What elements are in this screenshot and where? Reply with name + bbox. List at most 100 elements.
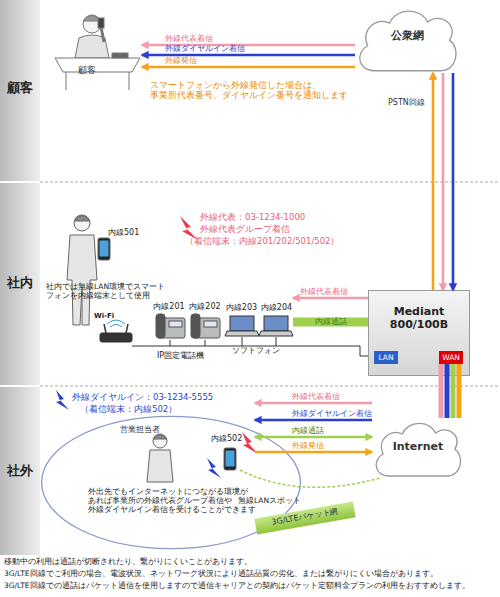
wifi-router — [107, 320, 125, 324]
customer-illustration — [55, 58, 140, 72]
ip-phone-node: 内線201 — [152, 300, 186, 342]
lightning-symbol — [56, 390, 69, 410]
section-divider — [40, 386, 500, 387]
node-label: Mediant 800/100B — [384, 305, 454, 331]
node-label: 内線203 — [225, 303, 258, 313]
cloud-network: 公衆網 — [355, 5, 460, 73]
wifi-router — [100, 333, 132, 342]
softphone-laptop-icon — [264, 316, 288, 331]
signal-arrow — [457, 364, 462, 418]
annotation-label: スマートフォンから外線発信した場合は、 事業所代表番号、ダイヤルイン番号を通知し… — [150, 80, 350, 100]
signal-arrow — [142, 54, 355, 57]
wireless-spot-line — [240, 470, 380, 487]
node-label: WAN — [439, 353, 463, 362]
annotation-label: 社内では無線LAN環境でスマート フォンを内線端末として使用 — [46, 282, 178, 300]
customer-illustration — [112, 53, 128, 58]
cloud-network: Internet — [372, 418, 464, 478]
packet-network-band: 3G/LTEパケット網 — [254, 501, 355, 534]
annotation-label: ソフトフォン — [232, 346, 280, 356]
lightning-symbol — [56, 216, 258, 478]
signal-arrow — [439, 364, 444, 418]
signal-arrow — [255, 402, 372, 405]
softphone-laptop-icon — [225, 331, 259, 336]
node-label: 顧客 — [78, 65, 96, 76]
edge-label: 外線発信 — [165, 57, 197, 66]
signal-arrow — [293, 318, 368, 327]
node-label: 内線202 — [188, 302, 222, 312]
node-label: 顧客 — [0, 80, 40, 96]
ip-phone-icon — [204, 321, 217, 327]
node-label: 公衆網 — [355, 29, 460, 42]
customer-illustration — [66, 72, 67, 90]
smartphone-node: 内線502 — [205, 398, 255, 473]
annotation-label: 3G/LTE回線での通話はパケット通信を使用しますので通信キャリアとの契約はパケ… — [4, 581, 470, 590]
node-label: 社内 — [0, 275, 40, 291]
wifi-router — [100, 320, 132, 342]
port-box: WAN — [439, 351, 463, 364]
node-label: 社外 — [0, 463, 40, 479]
annotation-label: 外線代表：03-1234-1000 — [200, 212, 305, 222]
annotation-label: 無線LANスポット — [238, 496, 301, 505]
edge-label: 外線代表着信 — [300, 288, 348, 297]
softphone-node: 内線204 — [260, 296, 293, 342]
node-body-text: 外出先でもインターネットにつながる環境が あれば事業所の外線代表グループ着信や … — [88, 487, 258, 514]
ip-phone-icon — [156, 314, 220, 338]
signal-arrow — [142, 66, 355, 69]
office-person-illustration — [74, 215, 90, 231]
softphone-laptop-icon — [259, 331, 293, 336]
signal-arrow — [255, 451, 372, 454]
customer-illustration — [55, 15, 140, 90]
edge-label: 外線ダイヤルイン着信 — [292, 410, 372, 419]
lan-wire — [276, 337, 277, 346]
signal-arrow — [451, 364, 456, 418]
annotation-label: （着信端末：内線201/202/501/502） — [185, 236, 340, 246]
wifi-router — [126, 324, 128, 333]
lan-wire — [242, 337, 243, 346]
node-label: 内線201 — [152, 302, 186, 312]
ip-phone-node: 内線202 — [188, 300, 222, 342]
section-divider — [40, 182, 500, 386]
signal-arrow — [255, 419, 372, 422]
section-band: 顧客 — [0, 0, 40, 181]
softphone-laptop-icon — [230, 316, 254, 331]
customer-illustration — [101, 27, 104, 42]
office-person-illustration — [100, 241, 109, 257]
customer-illustration — [98, 18, 104, 28]
annotation-label: 外線ダイヤルイン：03-1234-5555 — [72, 392, 213, 402]
edge-label: 外線ダイヤルイン着信 — [165, 45, 245, 54]
ip-phone-icon — [169, 321, 182, 327]
signal-arrow — [432, 73, 435, 290]
annotation-label: 外線代表グループ着信 — [200, 224, 290, 234]
edge-label: 外線発信 — [292, 442, 324, 451]
annotation-label: 3G/LTE回線でご利用の場合、電波状況、ネットワーク状況により通話品質の劣化、… — [4, 569, 438, 578]
signal-arrow — [442, 73, 445, 290]
sales-person-illustration — [226, 451, 235, 467]
softphone-laptop-icon — [225, 316, 293, 336]
section-band: 社外 — [0, 387, 40, 555]
edge-label: 内線通話 — [315, 318, 347, 326]
customer-illustration — [129, 72, 130, 90]
annotation-label: Wi-Fi — [94, 312, 114, 320]
office-person-illustration — [98, 238, 110, 260]
section-band: 社内 — [0, 183, 40, 385]
lightning-symbol — [207, 458, 221, 478]
signal-arrow — [255, 436, 372, 439]
section-divider — [40, 182, 500, 183]
annotation-label: 内線501 — [108, 228, 139, 238]
node-label: 営業担当者 — [120, 425, 160, 435]
customer-node: 顧客 — [50, 8, 142, 90]
signal-arrow — [445, 364, 450, 418]
sales-person-illustration — [147, 450, 173, 482]
office-person-illustration — [74, 216, 90, 222]
node-label: 3G/LTEパケット網 — [255, 503, 355, 530]
annotation-label: IP固定電話機 — [157, 351, 204, 361]
gateway-box: Mediant 800/100BLANWAN — [368, 290, 470, 376]
edge-label: 外線代表着信 — [165, 35, 213, 44]
ip-phone-icon — [156, 314, 165, 338]
sales-person-illustration — [153, 434, 167, 448]
edge-label: 外線代表着信 — [292, 393, 340, 402]
annotation-label: 移動中の利用は通話が切断されたり、繋がりにくいことがあります。 — [4, 557, 252, 566]
signal-arrow — [452, 73, 455, 290]
node-label: Internet — [372, 440, 464, 453]
